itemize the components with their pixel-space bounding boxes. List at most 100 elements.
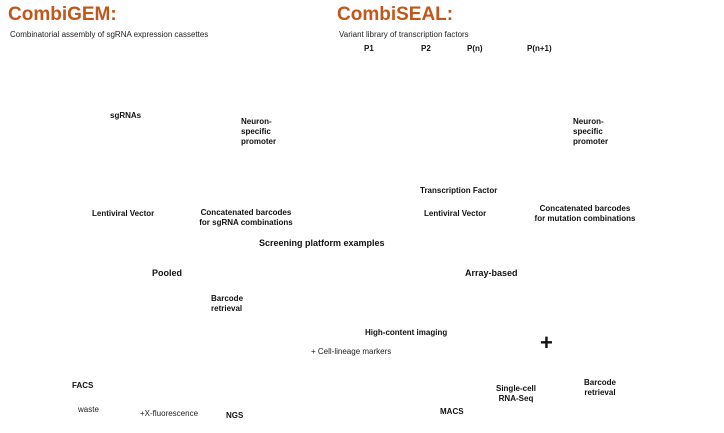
neuron-yellow-icon bbox=[405, 343, 443, 377]
p2-letter-7: L bbox=[441, 87, 446, 94]
heatmap-cell bbox=[494, 359, 501, 364]
array-title: Array-based bbox=[465, 268, 518, 278]
heatmap-cell bbox=[507, 323, 514, 328]
facs-label: FACS bbox=[72, 381, 94, 390]
heatmap-cell bbox=[494, 314, 501, 319]
combigem-promoter-arrow-2 bbox=[82, 158, 97, 178]
combigem-title: CombiGEM: bbox=[8, 4, 117, 25]
well bbox=[376, 384, 382, 390]
heatmap-cell bbox=[500, 328, 507, 333]
p1-letter-2: S bbox=[350, 87, 355, 94]
ngs-sequencer-icon bbox=[206, 358, 262, 408]
transcription-factor-label: Transcription Factor bbox=[420, 186, 498, 195]
heatmap-cell bbox=[513, 368, 520, 373]
residue-markers-p2 bbox=[429, 62, 443, 112]
sgrnas-label: sgRNAs bbox=[110, 111, 142, 120]
scrna-line-1: Single-cell bbox=[495, 384, 536, 393]
transcription-factor-bar bbox=[355, 172, 544, 184]
heatmap-cell bbox=[507, 368, 514, 373]
position-label-pn1: P(n+1) bbox=[527, 44, 552, 53]
heatmap-cell bbox=[513, 323, 520, 328]
p1-letter-3: Q bbox=[364, 91, 370, 98]
heatmap-cell bbox=[513, 350, 520, 355]
p1-letter-4: T bbox=[360, 103, 365, 110]
heatmap-cell bbox=[526, 328, 533, 333]
well bbox=[370, 391, 375, 397]
combigem-barcodes-line-1: Concatenated barcodes bbox=[200, 208, 292, 217]
well bbox=[363, 384, 369, 390]
neuron-blue-icon bbox=[405, 383, 431, 407]
heatmap-cell bbox=[494, 346, 501, 351]
macs-label: MACS bbox=[440, 407, 464, 416]
combiseal-promoter-line-3: promoter bbox=[573, 137, 609, 146]
pn1-letter-5: E bbox=[537, 84, 542, 91]
well bbox=[324, 356, 330, 362]
combigem-neuron-promoter-arrow bbox=[247, 154, 259, 178]
heatmap-cell bbox=[520, 350, 527, 355]
heatmap-cell bbox=[500, 368, 507, 373]
heatmap-cell bbox=[494, 364, 501, 369]
pn1-letter-3: Q bbox=[516, 71, 522, 78]
heatmap-cell bbox=[526, 319, 533, 324]
well bbox=[350, 356, 356, 362]
waste-label: waste bbox=[78, 405, 99, 414]
pn1-letter-4: D bbox=[526, 82, 531, 89]
heatmap-cell bbox=[500, 332, 507, 337]
well bbox=[376, 363, 382, 369]
combigem-barcodes-brace bbox=[213, 190, 245, 202]
position-label-p1: P1 bbox=[364, 44, 374, 53]
combigem-vector-label: Lentiviral Vector bbox=[92, 209, 155, 218]
heatmap-cell bbox=[520, 332, 527, 337]
well bbox=[331, 356, 336, 362]
well bbox=[357, 370, 362, 376]
well bbox=[331, 370, 336, 376]
well bbox=[337, 384, 343, 390]
well bbox=[357, 391, 362, 397]
array-barcode-line-1: Barcode bbox=[583, 378, 616, 387]
position-label-p2: P2 bbox=[421, 44, 431, 53]
well bbox=[324, 363, 330, 369]
residue-cluster-p2 bbox=[419, 61, 439, 116]
combigem-subtitle: Combinatorial assembly of sgRNA expressi… bbox=[10, 30, 209, 39]
heatmap-cell bbox=[526, 341, 533, 346]
p1-letter-1: R bbox=[360, 65, 365, 72]
well bbox=[350, 363, 356, 369]
heatmap-cell bbox=[526, 337, 533, 342]
heatmap-cell bbox=[507, 314, 514, 319]
heatmap-cell bbox=[507, 332, 514, 337]
combiseal-neuron-promoter-arrow bbox=[581, 154, 593, 178]
residue-cluster-p1 bbox=[355, 71, 375, 113]
well bbox=[344, 363, 349, 369]
well bbox=[370, 370, 375, 376]
well bbox=[331, 391, 336, 397]
pooled-barcode-line-2: retrieval bbox=[211, 304, 243, 313]
pn1-letter-1: S bbox=[527, 55, 532, 62]
well bbox=[350, 384, 356, 390]
heatmap-cell bbox=[520, 319, 527, 324]
hci-label: High-content imaging bbox=[365, 328, 448, 337]
heatmap-cell bbox=[507, 346, 514, 351]
combiseal-barcodes-brace bbox=[547, 190, 579, 202]
well bbox=[324, 377, 330, 383]
heatmap-cell bbox=[494, 350, 501, 355]
pooled-title: Pooled bbox=[152, 268, 183, 278]
heatmap-cell bbox=[520, 323, 527, 328]
heatmap-cell bbox=[526, 355, 533, 360]
hairpin-icon bbox=[58, 156, 196, 178]
heatmap-cell bbox=[526, 364, 533, 369]
well bbox=[376, 356, 382, 362]
combiseal-subtitle: Variant library of transcription factors bbox=[339, 30, 469, 39]
operator-x-1: X bbox=[387, 94, 395, 108]
well bbox=[357, 356, 362, 362]
sgrna-red-block bbox=[36, 172, 55, 183]
p2-letter-6: R bbox=[444, 67, 449, 74]
well-plate-stack-icon bbox=[304, 352, 384, 417]
heatmap-cell bbox=[507, 364, 514, 369]
heatmap-cell bbox=[507, 350, 514, 355]
heatmap-cell bbox=[520, 364, 527, 369]
heatmap-cell bbox=[507, 341, 514, 346]
heatmap-cell bbox=[513, 341, 520, 346]
microscope-icon bbox=[398, 294, 426, 326]
heatmap-cell bbox=[507, 328, 514, 333]
plus-sign: + bbox=[540, 330, 553, 355]
